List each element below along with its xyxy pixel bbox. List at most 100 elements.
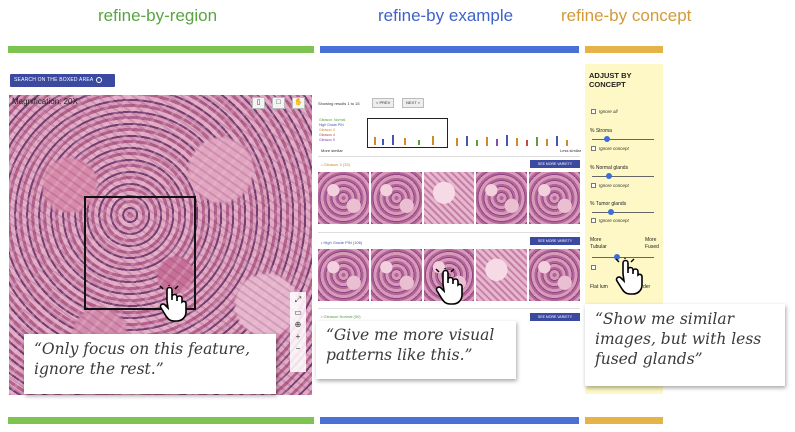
heading-refine-by-example: refine-by example [378,6,514,25]
concept-quote-line1: “Show me similar [595,310,735,328]
concept-bottom-bar [585,417,663,424]
fused-label: Fused [645,244,659,250]
example-bottom-bar [320,417,579,424]
ignore-all-label: Ignore all [599,109,618,114]
concept-title-line2: CONCEPT [589,80,626,89]
prev-button[interactable]: < PREV [372,98,395,108]
class-legend: Gleason: Normal High Grade PIN Gleason 3… [319,118,367,148]
hand-pointer-icon [159,285,187,322]
stroma-slider-handle[interactable] [604,136,610,142]
concept-quote-line2: images, but with less [595,329,762,348]
tumor-glands-slider[interactable] [592,212,654,213]
concept-panel-title: ADJUST BY CONCEPT [589,71,659,89]
tumor-glands-slider-handle[interactable] [608,209,614,215]
thumbnail[interactable] [476,172,528,224]
pan-hand-icon[interactable]: ✋ [292,97,305,109]
region-top-bar [8,46,314,53]
legend-item: Gleason 4 [319,133,335,137]
more-label: More [645,237,657,243]
concept-title-line1: ADJUST BY [589,71,632,80]
hand-pointer-icon [435,268,463,305]
hand-pointer-icon [615,258,643,295]
concept-top-bar [585,46,663,53]
region-quote-line2: ignore the rest.” [34,359,164,378]
see-more-variety-button[interactable]: SEE MORE VARIETY [530,237,580,245]
more-tubular-label: More Tubular [590,237,607,251]
less-similar-label: Less similar [560,148,582,153]
example-quote-line2: patterns like this.” [326,345,473,364]
zoom-out-icon[interactable]: − [295,344,301,353]
similarity-histogram-window[interactable] [367,118,448,148]
heading-refine-by-region: refine-by-region [98,6,218,25]
ignore-concept-label: Ignore concept [599,183,629,188]
flat-lumen-label-tail: der [643,284,651,290]
thumbnail[interactable] [529,172,580,224]
example-quote-line1: “Give me more visual [326,326,495,344]
thumbnail[interactable] [318,172,369,224]
region-of-interest-box[interactable] [84,196,196,310]
example-top-bar [320,46,579,53]
results-count: Showing results 1 to 15 [318,101,360,106]
thumbnail[interactable] [423,172,475,224]
ignore-all-checkbox[interactable] [591,109,596,114]
ignore-concept-checkbox[interactable] [591,183,596,188]
tubular-label: Tubular [590,244,607,250]
group-divider [318,308,580,309]
thumbnail[interactable] [370,172,422,224]
legend-item: Gleason 5 [319,138,335,142]
thumbnail-row [318,172,580,224]
search-button-label: SEARCH ON THE BOXED AREA [14,77,94,83]
example-quote-box: “Give me more visual patterns like this.… [316,321,516,379]
histogram-tail [456,135,568,146]
thumbnail[interactable] [370,249,422,301]
more-fused-label: More Fused [645,237,659,251]
stroma-slider[interactable] [592,139,654,140]
thumbnail[interactable] [529,249,580,301]
concept-quote-box: “Show me similar images, but with less f… [585,304,785,386]
region-bottom-bar [8,417,314,424]
search-icon [96,76,103,83]
ignore-concept-checkbox[interactable] [591,146,596,151]
ignore-concept-label: Ignore concept [599,218,629,223]
region-quote-box: “Only focus on this feature, ignore the … [24,334,276,394]
group-divider [318,156,580,157]
legend-item: Gleason 3 [319,128,335,132]
search-boxed-area-button[interactable]: SEARCH ON THE BOXED AREA [10,74,115,87]
ignore-concept-checkbox[interactable] [591,265,596,270]
thumbnail-row [318,249,580,301]
group-label-gleason-3: • Gleason 3 (33) [321,162,350,167]
tubular-fused-slider[interactable] [592,257,654,258]
pathology-slide-viewer[interactable] [9,95,312,395]
group-label-gleason-normal: • Gleason Normal (50) [321,314,361,319]
more-similar-label: More similar [321,148,343,153]
viewer-side-toolbar: ⤢ ▭ ⊕ + − [290,292,306,372]
group-label-high-grade-pin: • High Grade PIN (106) [321,240,363,245]
concept-quote-line3: fused glands” [595,349,703,368]
ignore-concept-label: Ignore concept [599,146,629,151]
flat-lumen-label: Flat lum [590,284,608,290]
magnification-label: Magnification: 20X [12,97,78,106]
see-more-variety-button[interactable]: SEE MORE VARIETY [530,160,580,168]
normal-glands-slider[interactable] [592,176,654,177]
heading-refine-by-concept: refine-by concept [561,6,692,25]
normal-glands-label: % Normal glands [590,165,629,171]
legend-item: High Grade PIN [319,123,344,127]
select-tool-icon[interactable]: ▯ [252,97,265,109]
thumbnail[interactable] [476,249,528,301]
next-button[interactable]: NEXT > [402,98,425,108]
overview-icon[interactable]: ▭ [294,308,302,317]
ignore-concept-checkbox[interactable] [591,218,596,223]
thumbnail[interactable] [318,249,369,301]
box-tool-icon[interactable]: □ [272,97,285,109]
expand-icon[interactable]: ⤢ [294,295,302,304]
zoom-in-icon[interactable]: + [295,332,301,341]
legend-item: Gleason: Normal [319,118,346,122]
tubular-fused-slider-handle[interactable] [614,254,620,260]
see-more-variety-button[interactable]: SEE MORE VARIETY [530,313,580,321]
recenter-icon[interactable]: ⊕ [294,320,302,329]
region-quote-line1: “Only focus on this feature, [34,340,251,358]
histogram-bars [374,135,434,145]
more-label: More [590,237,602,243]
stroma-label: % Stroma [590,128,612,134]
normal-glands-slider-handle[interactable] [606,173,612,179]
